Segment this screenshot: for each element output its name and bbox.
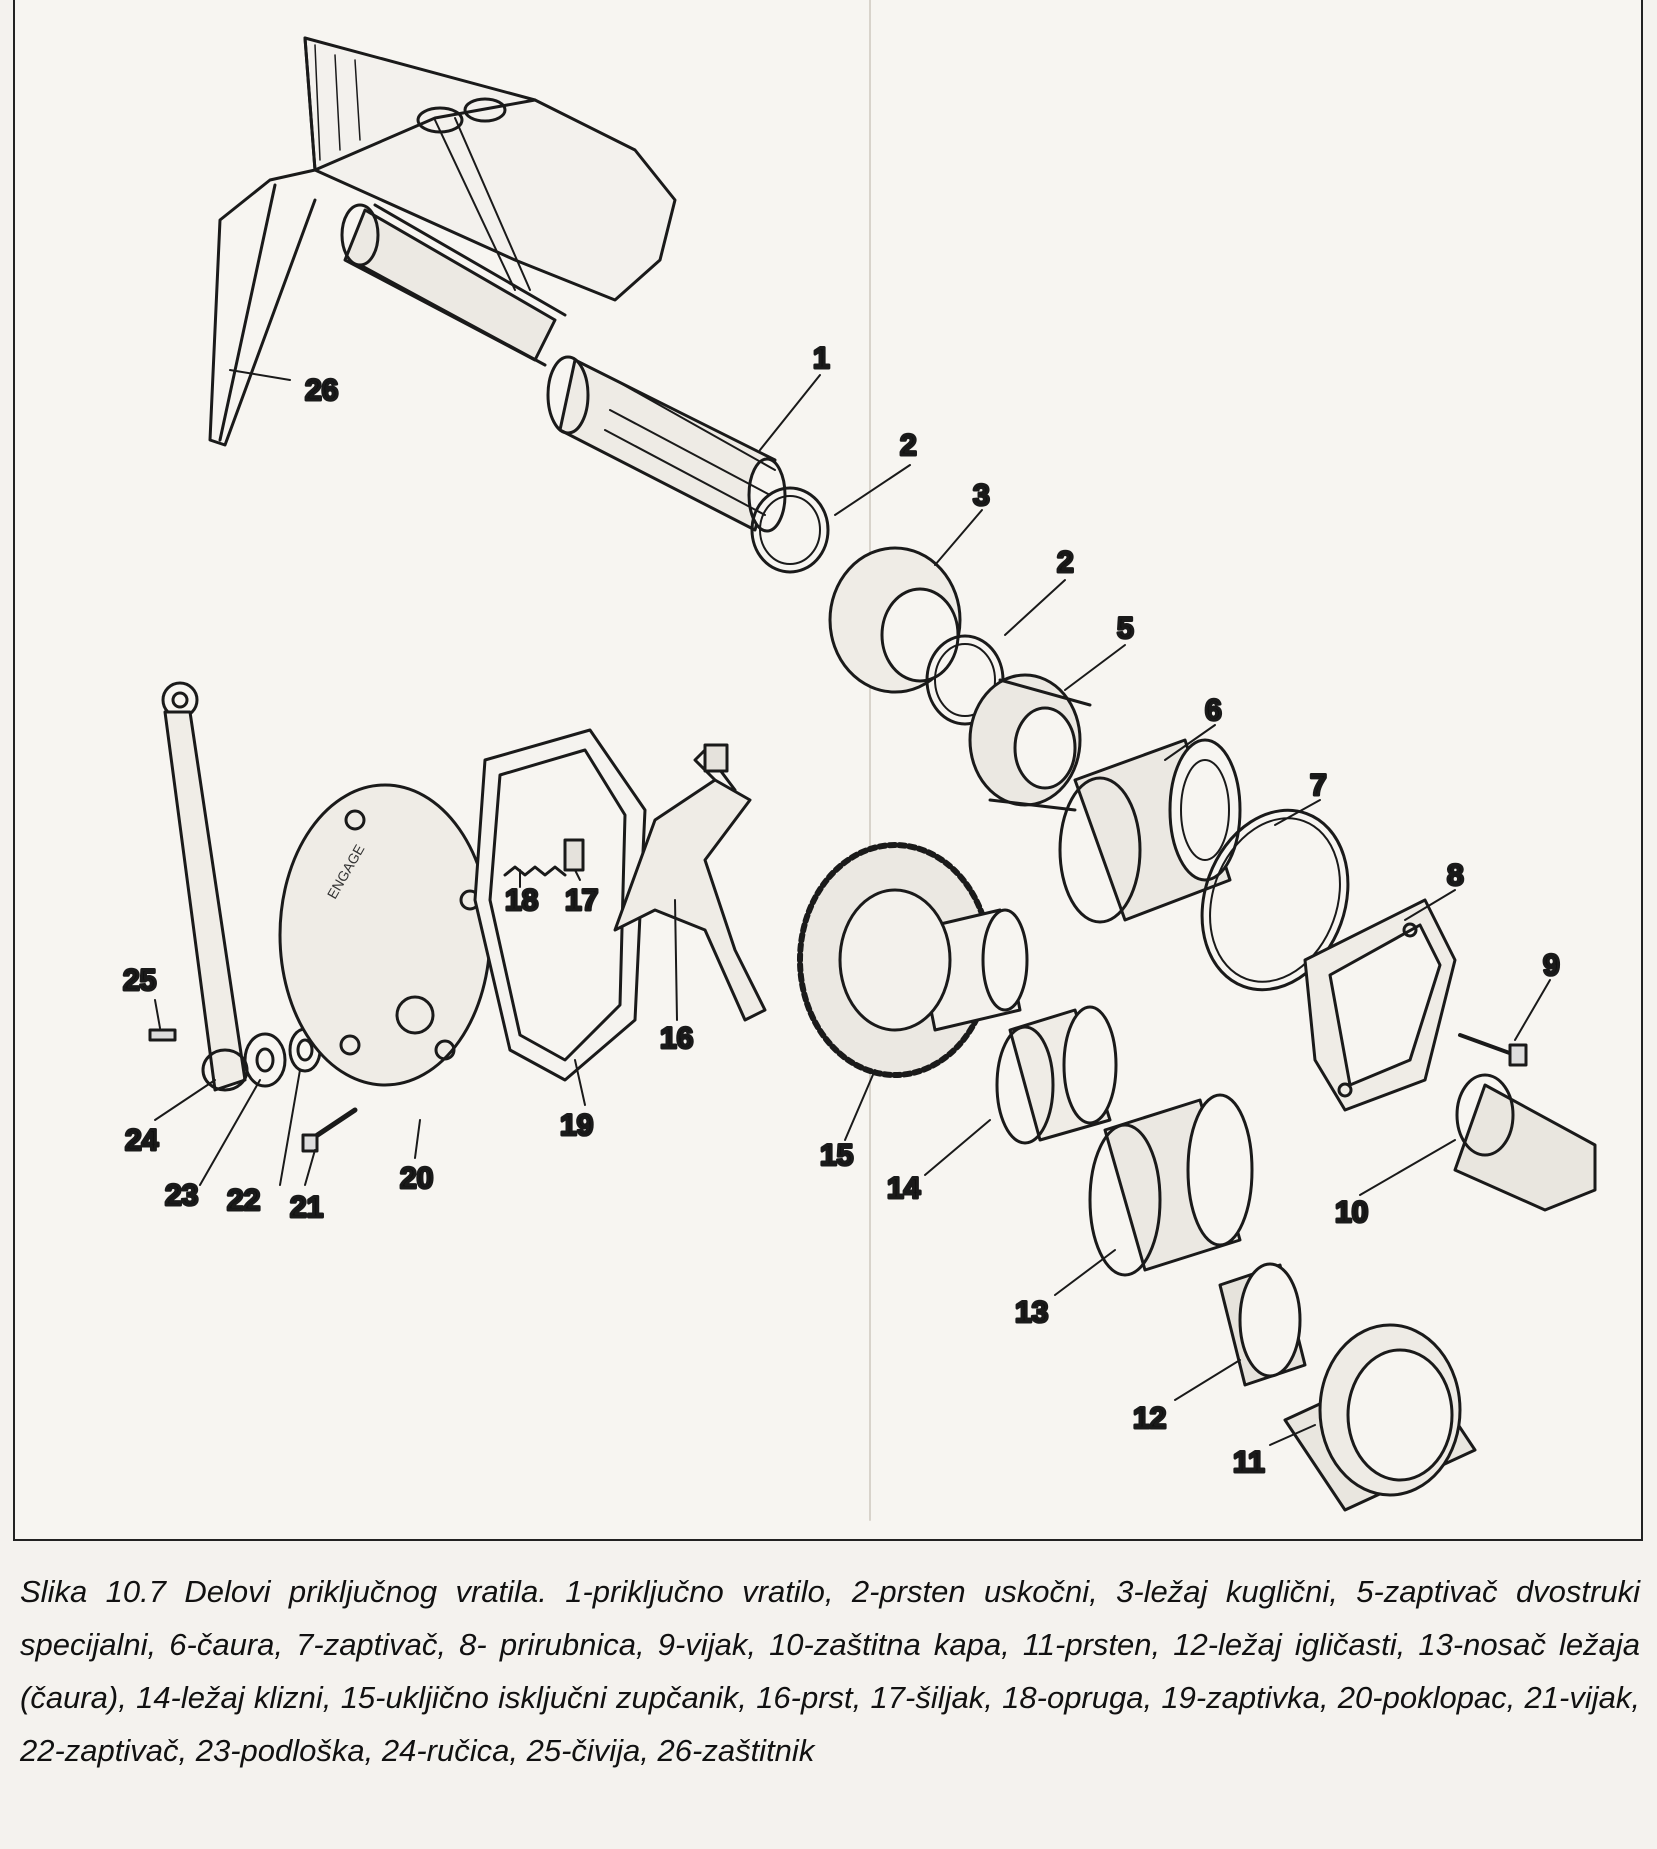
label-part-26: 26 xyxy=(305,374,338,407)
label-part-7: 7 xyxy=(1310,769,1327,802)
label-part-5: 5 xyxy=(1117,612,1134,645)
label-part-17: 17 xyxy=(565,884,598,917)
gasket-part-19 xyxy=(473,728,647,1082)
shaft-stub xyxy=(340,203,567,367)
pin-part-25 xyxy=(148,1028,177,1042)
label-part-19: 19 xyxy=(560,1109,593,1142)
leader-lines xyxy=(154,369,1551,1446)
label-part-25: 25 xyxy=(123,964,156,997)
spring-part-18 xyxy=(503,865,567,877)
seal-part-5 xyxy=(968,673,1092,812)
gear-part-15 xyxy=(797,842,1029,1078)
figure-caption: Slika 10.7 Delovi priključnog vratila. 1… xyxy=(20,1574,1640,1768)
figure-frame: ENGAGE xyxy=(13,0,1643,1541)
pto-shaft-part-1 xyxy=(546,355,787,533)
screw-part-9 xyxy=(1458,1033,1528,1067)
plunger-part-17 xyxy=(563,838,585,872)
cap-part-10 xyxy=(1453,1073,1597,1212)
washer-part-23 xyxy=(243,1032,287,1088)
label-part-3: 3 xyxy=(973,479,990,512)
label-part-1: 1 xyxy=(813,342,830,375)
snap-ring-part-2a xyxy=(750,486,830,574)
label-part-16: 16 xyxy=(660,1022,693,1055)
seal-ring-part-7 xyxy=(1200,808,1350,992)
screw-part-21 xyxy=(301,1107,358,1153)
label-part-8: 8 xyxy=(1447,859,1464,892)
label-part-21: 21 xyxy=(290,1191,323,1224)
label-part-18: 18 xyxy=(505,884,538,917)
label-part-15: 15 xyxy=(820,1139,853,1172)
label-part-2a: 2 xyxy=(900,429,917,462)
label-part-2b: 2 xyxy=(1057,546,1074,579)
label-part-10: 10 xyxy=(1335,1196,1368,1229)
bushing-part-6 xyxy=(1058,738,1242,924)
label-part-12: 12 xyxy=(1133,1402,1166,1435)
plain-bearing-part-14 xyxy=(995,1005,1118,1145)
label-part-9: 9 xyxy=(1543,949,1560,982)
label-part-6: 6 xyxy=(1205,694,1222,727)
label-part-24: 24 xyxy=(125,1124,159,1157)
finger-part-16 xyxy=(613,743,767,1022)
label-part-20: 20 xyxy=(400,1162,433,1195)
label-part-23: 23 xyxy=(165,1179,198,1212)
exploded-diagram: ENGAGE xyxy=(122,0,1597,1521)
label-part-13: 13 xyxy=(1015,1296,1048,1329)
label-part-11: 11 xyxy=(1233,1446,1265,1479)
guard-part-26 xyxy=(208,36,677,447)
label-part-22: 22 xyxy=(227,1184,260,1217)
ball-bearing-part-3 xyxy=(828,546,962,694)
cover-part-20: ENGAGE xyxy=(278,783,492,1087)
bearing-carrier-part-13 xyxy=(1088,1093,1254,1277)
ring-part-11 xyxy=(1283,1323,1477,1512)
label-part-14: 14 xyxy=(887,1172,921,1205)
needle-bearing-part-12 xyxy=(1218,1262,1307,1387)
flange-part-8 xyxy=(1303,898,1457,1112)
